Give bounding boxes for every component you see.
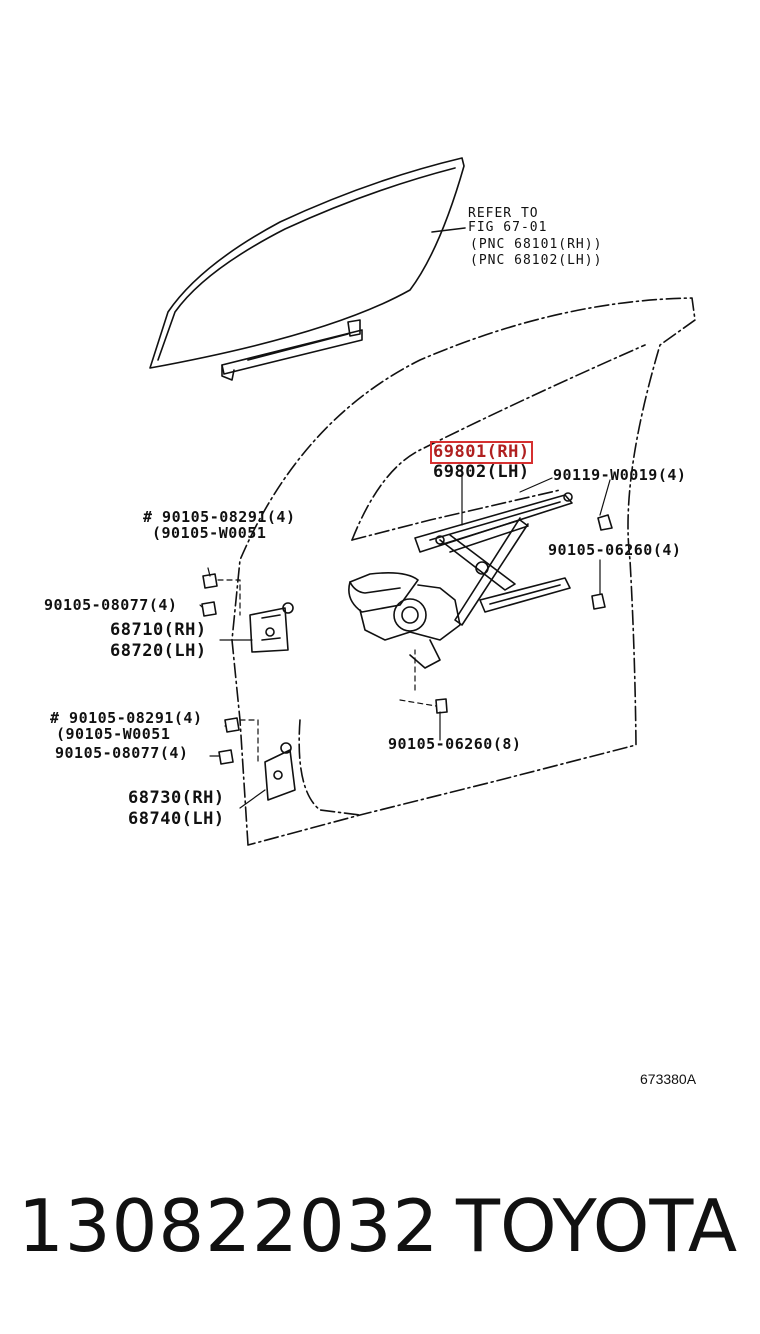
- refer-line-3: (PNC 68101(RH)): [470, 237, 603, 252]
- part-label-upper-hinge-rh[interactable]: 68710(RH): [110, 620, 207, 640]
- refer-line-2: FIG 67-01: [468, 220, 548, 235]
- part-label-bolt-top-right[interactable]: 90119-W0019(4): [553, 466, 687, 484]
- footer-brand: TOYOTA: [456, 1184, 738, 1268]
- part-label-upper-hinge-bolt-a[interactable]: # 90105-08291(4): [143, 508, 296, 526]
- window-glass: [149, 157, 466, 381]
- refer-line-1: REFER TO: [468, 206, 539, 221]
- bolts: [201, 514, 613, 765]
- footer-part-number: 130822032: [18, 1184, 440, 1268]
- part-label-upper-hinge-bolt-b[interactable]: (90105-W0051: [152, 524, 267, 542]
- leader-lines: [199, 469, 611, 809]
- part-label-lower-hinge-bolt-a[interactable]: # 90105-08291(4): [50, 709, 203, 727]
- part-label-regulator-rh[interactable]: 69801(RH): [430, 441, 533, 464]
- window-regulator: [414, 492, 573, 626]
- part-label-regulator-lh[interactable]: 69802(LH): [433, 462, 530, 482]
- door-outline: [231, 297, 696, 846]
- part-label-upper-hinge-bolt-c[interactable]: 90105-08077(4): [44, 596, 178, 614]
- dashed-guides: [217, 579, 437, 763]
- figure-code: 673380A: [640, 1071, 697, 1087]
- part-label-bolt-bottom[interactable]: 90105-06260(8): [388, 735, 522, 753]
- part-label-lower-hinge-lh[interactable]: 68740(LH): [128, 809, 225, 829]
- part-label-upper-hinge-lh[interactable]: 68720(LH): [110, 641, 207, 661]
- part-label-lower-hinge-rh[interactable]: 68730(RH): [128, 788, 225, 808]
- part-label-lower-hinge-bolt-c[interactable]: 90105-08077(4): [55, 744, 189, 762]
- regulator-motor: [348, 572, 461, 669]
- refer-line-4: (PNC 68102(LH)): [470, 253, 603, 268]
- part-label-lower-hinge-bolt-b[interactable]: (90105-W0051: [56, 725, 171, 743]
- lower-hinge: [264, 742, 296, 801]
- part-label-bolt-mid-right[interactable]: 90105-06260(4): [548, 541, 682, 559]
- upper-hinge: [249, 602, 294, 653]
